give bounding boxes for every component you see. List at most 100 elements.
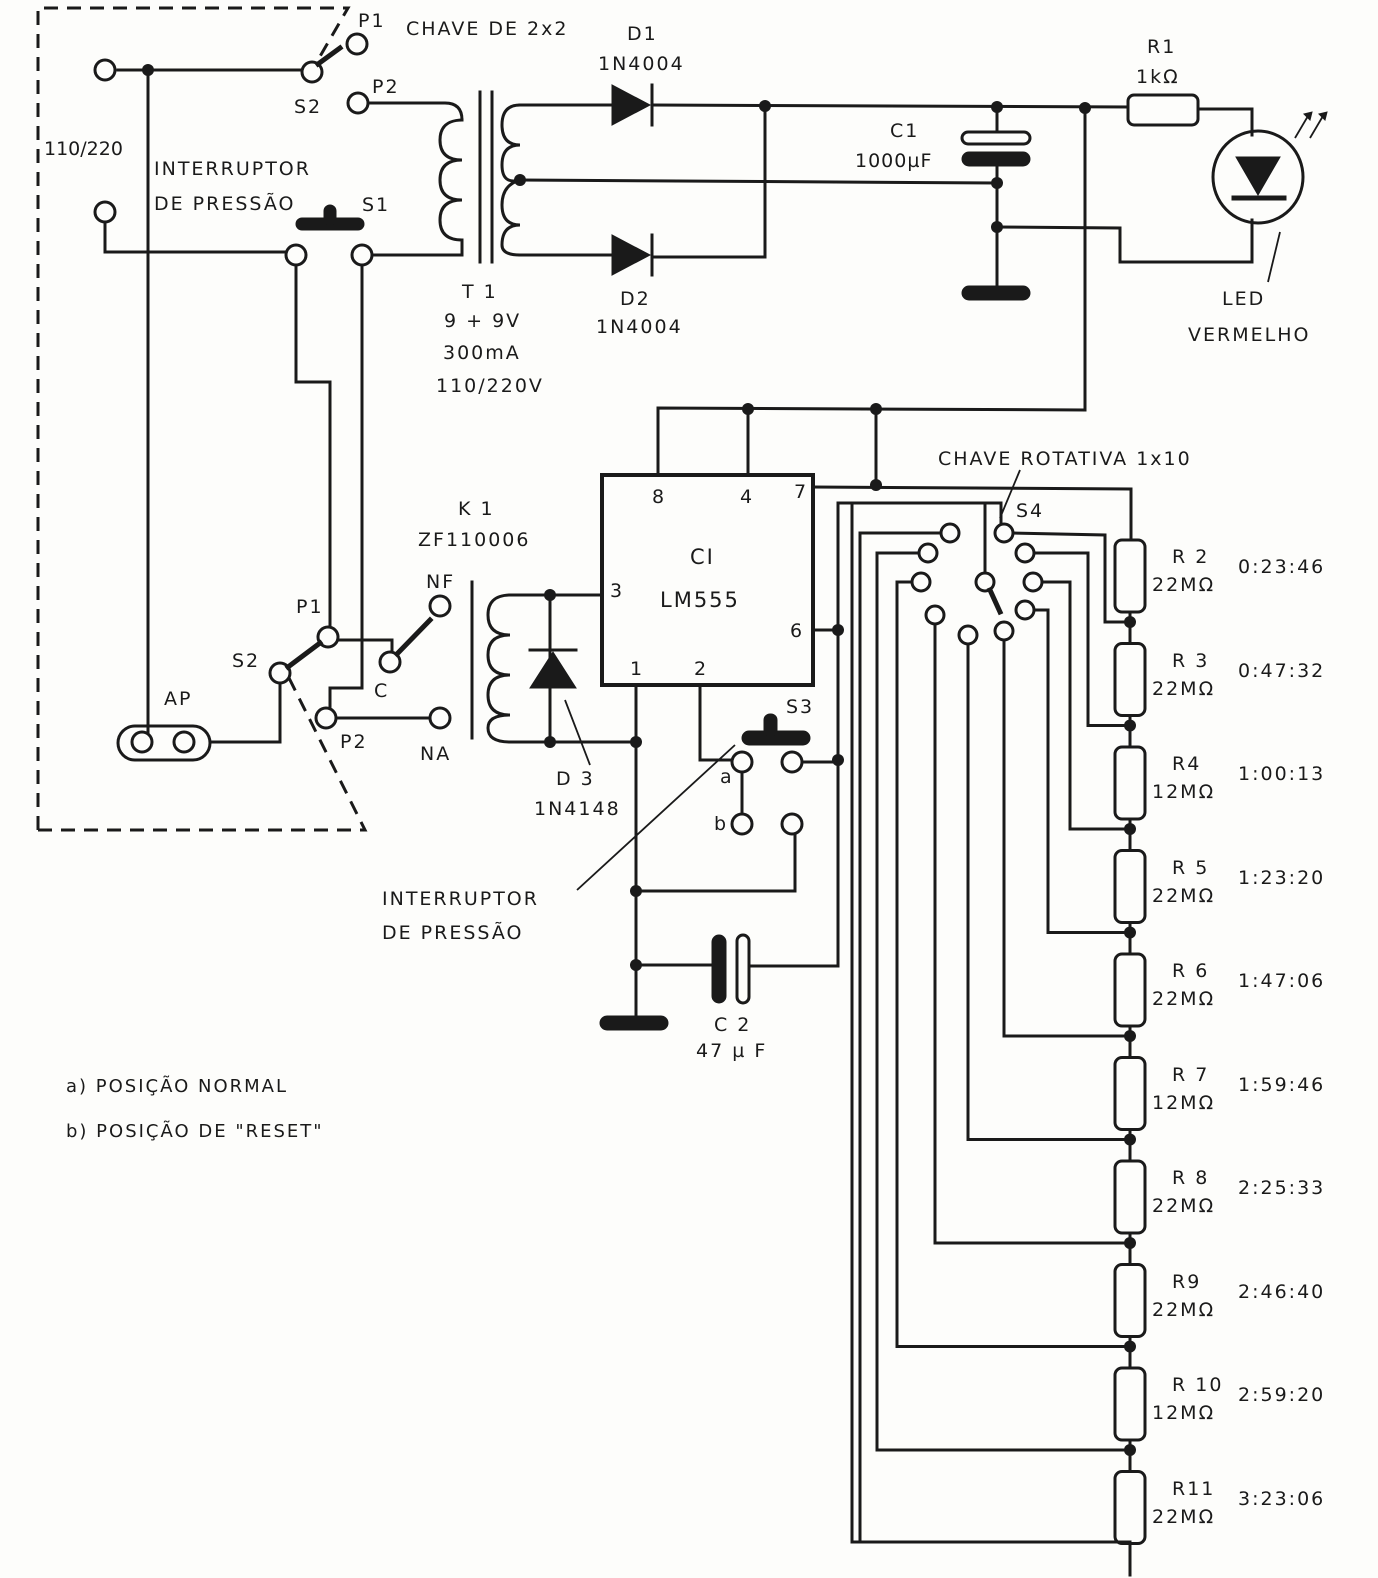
s3-pos-b: b: [714, 813, 729, 835]
rotary-tap-wire: [1032, 608, 1132, 934]
note-a: a) POSIÇÃO NORMAL: [66, 1076, 288, 1097]
relay-na-label: NA: [420, 743, 452, 765]
c2-value: 47 µ F: [696, 1040, 768, 1062]
rotary-tap-wire: [1002, 638, 1132, 1038]
rotary-tap-wire: [1040, 580, 1132, 831]
s3-label-line1: INTERRUPTOR: [382, 888, 539, 910]
s3-label-line2: DE PRESSÃO: [382, 922, 524, 944]
delay-time-label: 1:47:06: [1238, 970, 1326, 992]
resistor-id-label: R11: [1172, 1477, 1216, 1500]
resistor-value-label: 22MΩ: [1152, 677, 1216, 700]
k1-part: ZF110006: [418, 529, 531, 551]
pushbutton-s1: [284, 204, 447, 714]
resistor-7: [1113, 1263, 1147, 1338]
note-b: b) POSIÇÃO DE "RESET": [66, 1121, 324, 1142]
ic-pin-6: 6: [790, 620, 805, 642]
capacitor-c1: [960, 101, 1254, 301]
rotary-contact: [917, 542, 939, 564]
s2-p2-label: P2: [372, 76, 400, 98]
outlet-ap: [116, 724, 212, 762]
resistor-id-label: R9: [1172, 1270, 1202, 1293]
junction-dot: [1124, 926, 1136, 939]
junction-dot: [1124, 1030, 1136, 1042]
resistor-value-label: 22MΩ: [1152, 884, 1216, 907]
rotary-tap-wire: [966, 642, 1132, 1141]
d1-part: 1N4004: [598, 53, 685, 75]
resistor-9: [1113, 1470, 1147, 1545]
delay-time-label: 2:59:20: [1238, 1384, 1326, 1406]
vcc-rail: [656, 106, 1133, 542]
delay-time-label: 1:59:46: [1238, 1073, 1326, 1096]
ic-pin-4: 4: [740, 486, 755, 508]
t1-id: T 1: [462, 281, 498, 303]
switch-s2-top: [300, 32, 464, 122]
relay-s2-label: S2: [232, 650, 261, 672]
rotary-tap-wire: [875, 551, 1132, 1452]
ic-pin-7: 7: [794, 481, 809, 503]
resistor-value-label: 22MΩ: [1152, 1298, 1216, 1321]
resistor-8: [1113, 1366, 1147, 1442]
s2-label: S2: [294, 96, 323, 118]
mains-voltage-label: 110/220: [44, 138, 123, 160]
ic-part: LM555: [660, 588, 740, 612]
ic-pin-1: 1: [630, 658, 645, 680]
resistor-value-label: 22MΩ: [1152, 988, 1216, 1010]
s2-p1-label: P1: [358, 10, 386, 32]
junction-dot: [1124, 1133, 1136, 1146]
rotary-arm: [986, 586, 1004, 616]
resistor-value-label: 12MΩ: [1152, 781, 1216, 803]
delay-time-label: 3:23:06: [1238, 1487, 1326, 1510]
switch-enclosure-dashed: [36, 6, 368, 832]
rotary-pointer: [999, 469, 1021, 519]
c1-id: C1: [890, 120, 920, 142]
relay-p2-label: P2: [340, 731, 368, 753]
timing-capacitor-c2: [634, 501, 1003, 1005]
relay-contacts: [208, 594, 452, 744]
resistor-value-label: 22MΩ: [1152, 1505, 1216, 1528]
resistor-value-label: 12MΩ: [1152, 1091, 1216, 1114]
rotary-contact: [1022, 571, 1044, 593]
rotary-contact: [1014, 599, 1036, 621]
ic-title: CI: [690, 545, 715, 569]
junction-dot: [1124, 823, 1136, 835]
resistor-id-label: R 8: [1172, 1167, 1210, 1189]
d2-part: 1N4004: [596, 316, 683, 338]
k1-id: K 1: [458, 498, 495, 520]
junction-dot: [1124, 1237, 1136, 1249]
delay-time-label: 1:23:20: [1238, 866, 1326, 889]
resistor-4: [1113, 952, 1147, 1028]
rotary-contact: [910, 571, 932, 593]
resistor-id-label: R4: [1172, 753, 1202, 775]
reset-switch-s3: [576, 683, 844, 891]
r1-id: R1: [1147, 36, 1177, 58]
resistor-3: [1113, 849, 1147, 924]
resistor-value-label: 22MΩ: [1152, 574, 1216, 596]
relay-nf-label: NF: [426, 571, 456, 593]
s1-label-line2: DE PRESSÃO: [154, 193, 296, 215]
d3-part: 1N4148: [534, 798, 621, 820]
switch-2x2-label: CHAVE DE 2x2: [406, 18, 569, 40]
relay-k1: [470, 580, 642, 766]
resistor-id-label: R 2: [1172, 546, 1210, 568]
rotary-tap-wire: [858, 531, 943, 1544]
rotary-contact: [993, 522, 1015, 544]
delay-time-label: 1:00:13: [1238, 763, 1326, 785]
rotary-contact: [939, 522, 961, 544]
resistor-0: [1113, 538, 1147, 614]
relay-p1-label: P1: [296, 596, 324, 618]
resistor-5: [1113, 1056, 1147, 1131]
led-label-line2: VERMELHO: [1188, 324, 1311, 346]
ladder-return: [836, 501, 1132, 1545]
s1-id: S1: [362, 194, 391, 216]
s3-pos-a: a: [720, 766, 734, 788]
resistor-ladder: [836, 501, 1147, 1577]
d2-id: D2: [620, 288, 651, 310]
resistor-6: [1113, 1159, 1147, 1235]
delay-time-label: 2:46:40: [1238, 1280, 1326, 1303]
s3-id: S3: [786, 696, 815, 718]
mains-input: [93, 58, 312, 744]
rotary-contact: [993, 620, 1015, 642]
relay-c-label: C: [374, 680, 390, 702]
resistor-id-label: R 3: [1172, 649, 1210, 672]
ic-pin-2: 2: [694, 658, 709, 680]
